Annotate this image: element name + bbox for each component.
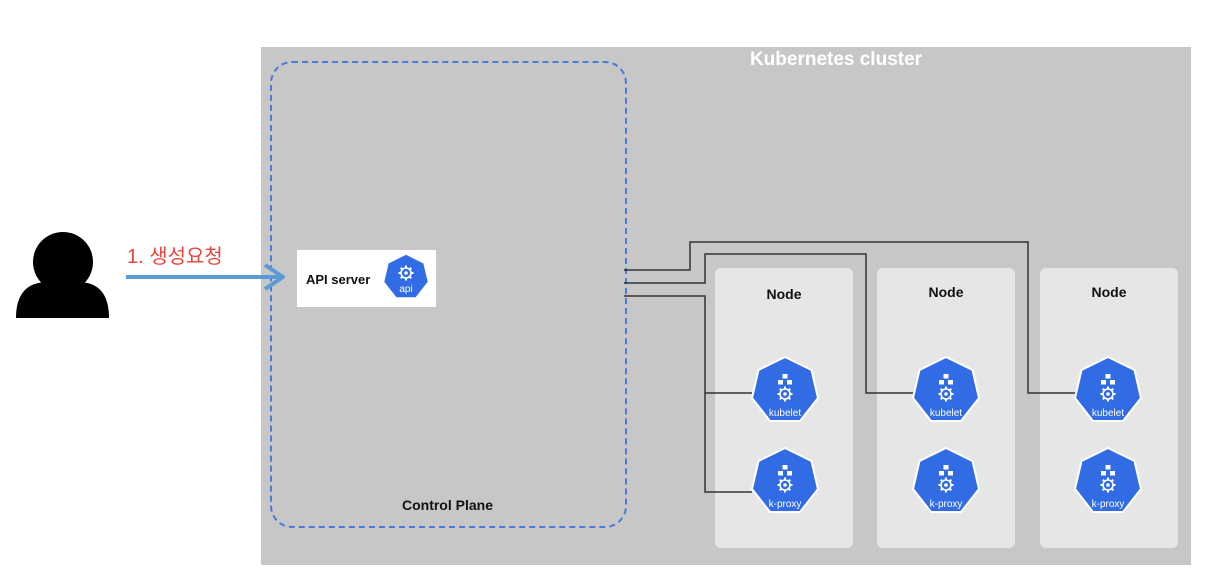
svg-text:api: api [399,284,412,295]
node-title: Node [1091,284,1127,300]
control-plane-boundary [270,61,627,528]
api-server-icon: api [382,253,430,299]
user-icon [16,232,109,318]
kubelet-label: kubelet [1092,408,1124,419]
kubelet-icon: kubelet [1073,355,1143,422]
k-proxy-icon: k-proxy [750,446,820,513]
k-proxy-icon: k-proxy [1073,446,1143,513]
kubelet-icon: kubelet [911,355,981,422]
kubelet-icon: kubelet [750,355,820,422]
control-plane-label: Control Plane [401,497,493,513]
kubelet-label: kubelet [769,408,801,419]
connection-lines [624,241,1077,493]
k-proxy-icon: k-proxy [911,446,981,513]
request-arrow [126,263,285,291]
api-server-label: API server [306,272,371,287]
k-proxy-label: k-proxy [1092,499,1125,510]
node-title: Node [928,284,964,300]
node-title: Node [766,286,802,302]
request-label: 1. 생성요청 [127,246,223,268]
kubelet-label: kubelet [930,408,962,419]
k-proxy-label: k-proxy [769,499,802,510]
k-proxy-label: k-proxy [930,499,963,510]
cluster-title: Kubernetes cluster [749,49,923,70]
